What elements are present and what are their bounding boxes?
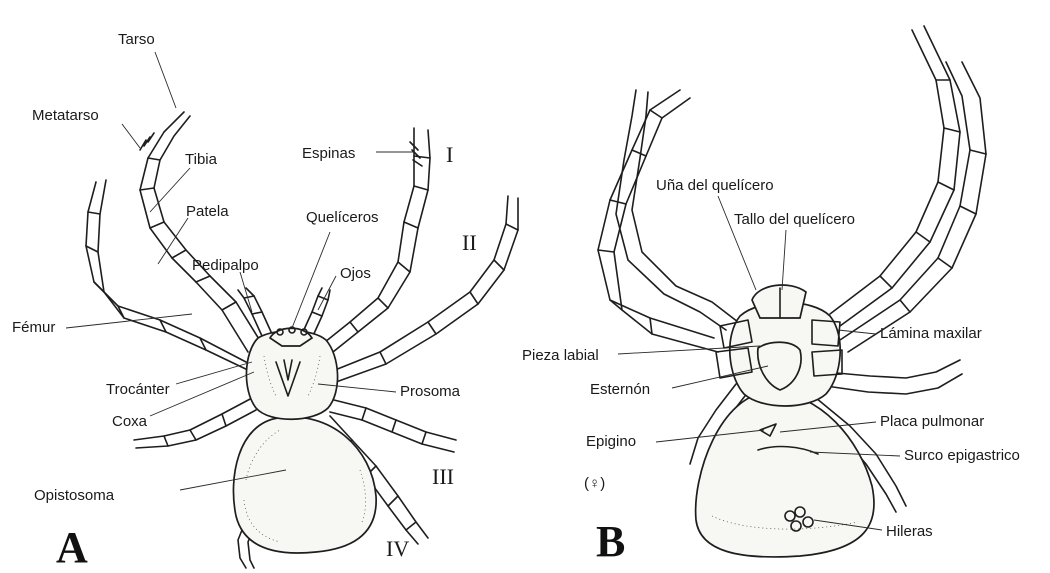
label-metatarso: Metatarso [32, 107, 99, 124]
label-opistosoma: Opistosoma [34, 487, 115, 504]
leg-b-iii-right [826, 360, 962, 394]
leg-numeral-i: I [446, 142, 453, 167]
panel-a-drawing [86, 112, 518, 568]
leg-b-ii-right [840, 62, 986, 352]
label-placa-pulmonar: Placa pulmonar [880, 413, 984, 430]
leg-i-left [140, 112, 262, 352]
label-pedipalpo: Pedipalpo [192, 257, 259, 274]
label-prosoma: Prosoma [400, 383, 461, 400]
opisthosoma-a [233, 417, 376, 553]
leg-numeral-iii: III [432, 464, 454, 489]
panel-b-drawing [598, 26, 986, 557]
female-symbol: (♀) [584, 475, 605, 492]
label-patela: Patela [186, 203, 229, 220]
label-hileras: Hileras [886, 523, 933, 540]
label-coxa: Coxa [112, 413, 148, 430]
panel-letter-b: B [596, 517, 625, 566]
leg-numeral-iv: IV [386, 536, 409, 561]
label-tibia: Tibia [185, 151, 218, 168]
leg-b-ii-left [616, 90, 738, 330]
label-esternon: Esternón [590, 381, 650, 398]
label-pieza-labial: Pieza labial [522, 347, 599, 364]
label-una-quelicero: Uña del quelícero [656, 177, 774, 194]
opisthosoma-b [696, 392, 874, 557]
leg-iii-left [134, 398, 256, 448]
label-epigino: Epigino [586, 433, 636, 450]
leg-i-right [320, 128, 430, 356]
label-queliceros: Quelíceros [306, 209, 379, 226]
label-lamina-maxilar: Lámina maxilar [880, 325, 982, 342]
label-trocanter: Trocánter [106, 381, 170, 398]
label-femur: Fémur [12, 319, 55, 336]
label-ojos: Ojos [340, 265, 371, 282]
label-surco-epigastrico: Surco epigastrico [904, 447, 1020, 464]
leg-numeral-ii: II [462, 230, 477, 255]
panel-letter-a: A [56, 523, 88, 572]
label-espinas: Espinas [302, 145, 355, 162]
label-tallo-quelicero: Tallo del quelícero [734, 211, 855, 228]
label-tarso: Tarso [118, 31, 155, 48]
